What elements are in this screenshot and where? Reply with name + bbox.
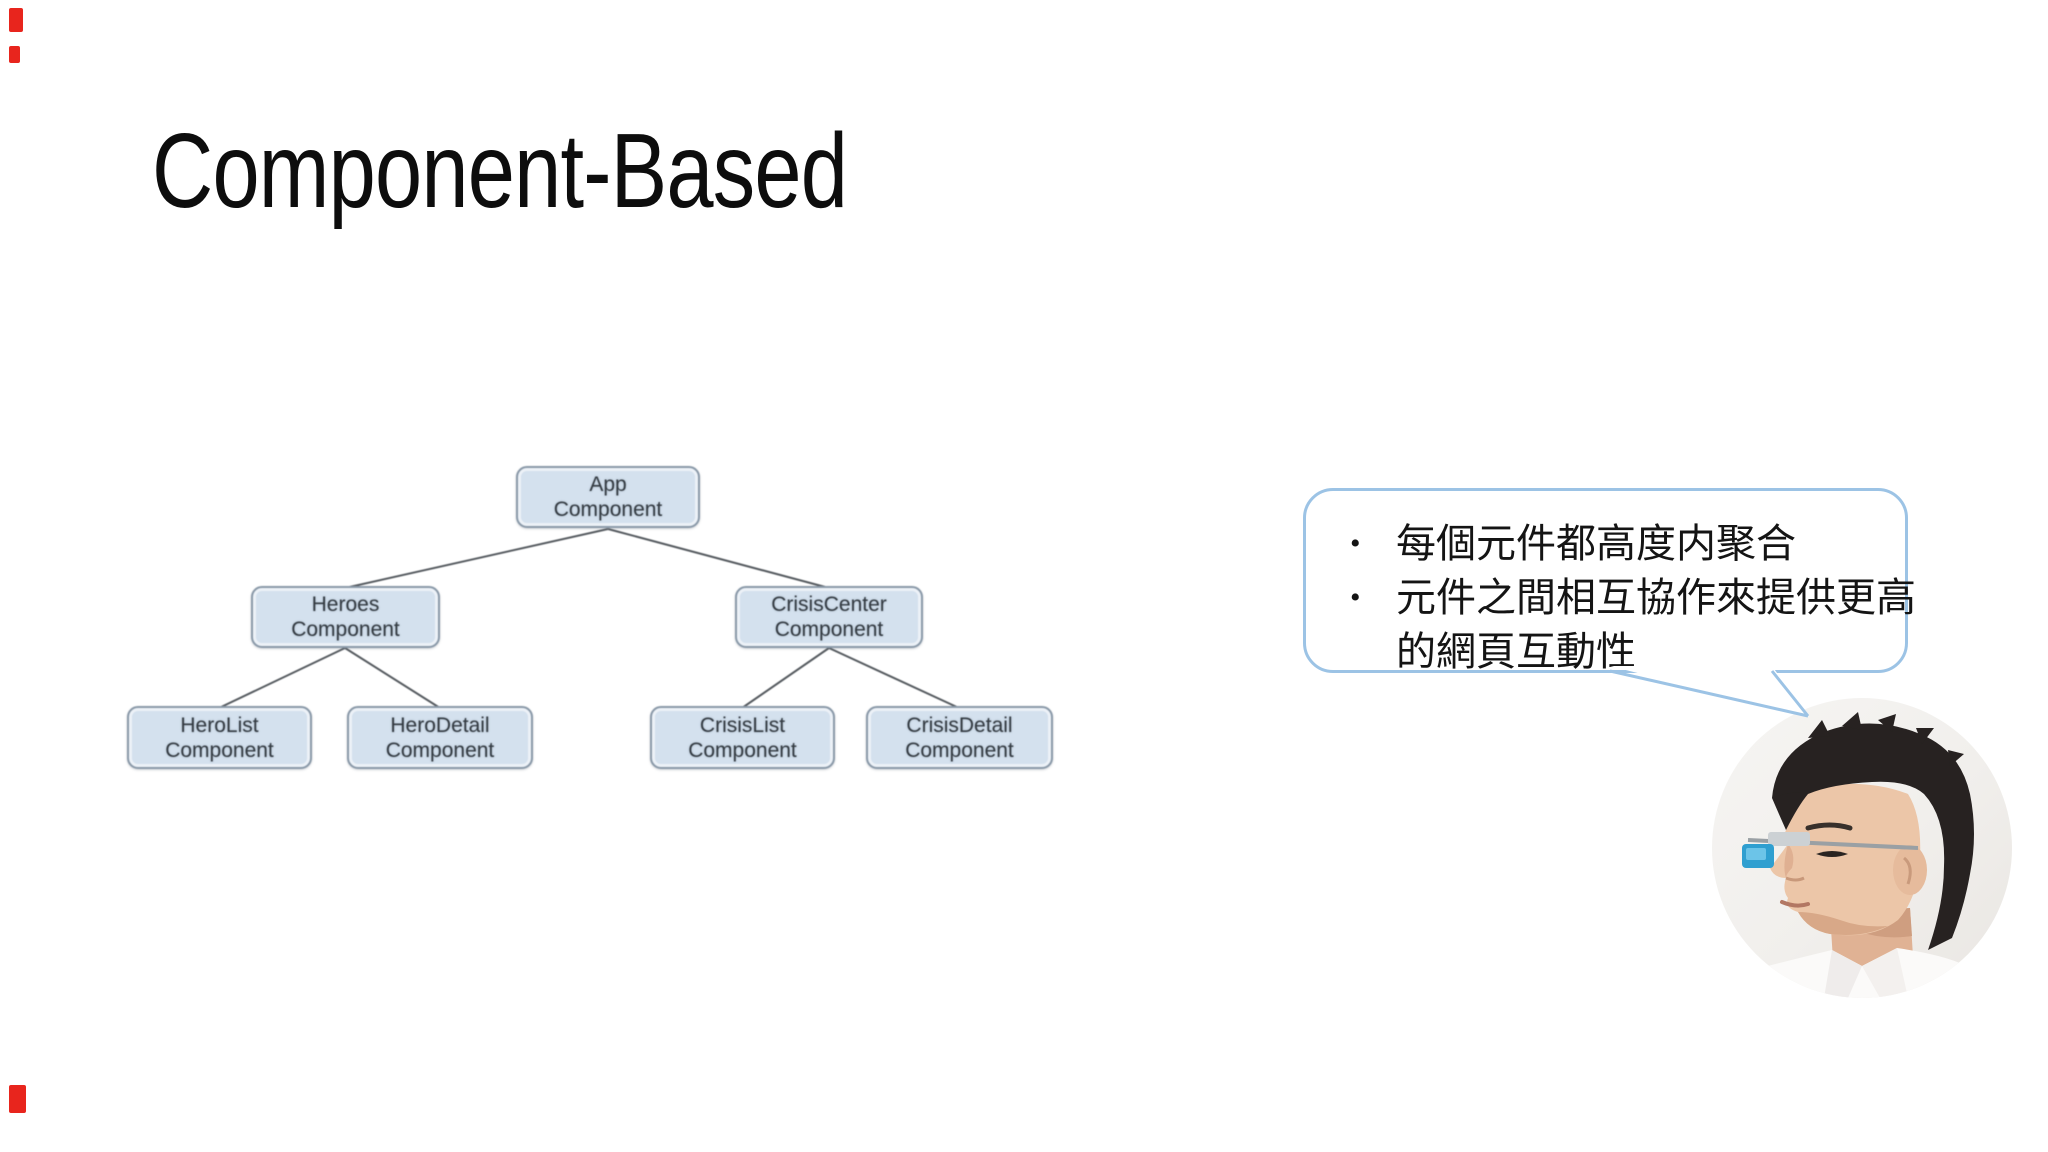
node-label-line2: Component xyxy=(774,618,884,641)
man-with-smart-glasses-icon xyxy=(1742,712,1974,998)
node-label-line1: CrisisCenter xyxy=(771,593,887,616)
callout-text: 元件之間相互協作來提供更高 xyxy=(1396,575,1916,620)
red-edge-artifact-top-2 xyxy=(9,46,20,63)
node-label-line2: Component xyxy=(553,498,663,521)
node-label-line2: Component xyxy=(905,738,1014,762)
red-edge-artifact-bottom xyxy=(9,1085,26,1113)
node-label-line2: Component xyxy=(291,618,400,641)
bullet-dot xyxy=(1350,625,1396,679)
speech-bubble-tail-icon xyxy=(1609,666,1810,718)
node-herodetail-component: HeroDetail Component xyxy=(347,706,533,769)
bullet-dot: • xyxy=(1350,581,1361,614)
bullet-dot: • xyxy=(1350,527,1361,560)
slide-title: Component-Based xyxy=(152,112,848,230)
red-edge-artifact-top-1 xyxy=(9,8,23,32)
node-crisiscenter-component: CrisisCenter Component xyxy=(735,586,923,648)
node-label-line2: Component xyxy=(165,738,274,762)
node-crisisdetail-component: CrisisDetail Component xyxy=(866,706,1053,769)
node-app-component: App Component xyxy=(516,466,700,528)
node-herolist-component: HeroList Component xyxy=(127,706,312,769)
node-label-line1: CrisisDetail xyxy=(906,713,1013,737)
callout-line: • 每個元件都高度内聚合 xyxy=(1350,517,1905,571)
callout-line: 的網頁互動性 xyxy=(1350,625,1905,679)
node-label-line1: App xyxy=(589,473,627,496)
node-label-line1: Heroes xyxy=(311,593,380,616)
node-label-line2: Component xyxy=(688,738,797,762)
node-label-line1: HeroList xyxy=(180,713,259,737)
node-crisislist-component: CrisisList Component xyxy=(650,706,835,769)
callout-line: • 元件之間相互協作來提供更高 xyxy=(1350,571,1916,625)
node-label-line1: HeroDetail xyxy=(390,713,490,737)
speaker-photo xyxy=(1712,698,2012,998)
callout-text: 每個元件都高度内聚合 xyxy=(1396,521,1796,566)
speech-bubble: • 每個元件都高度内聚合 • 元件之間相互協作來提供更高 的網頁互動性 xyxy=(1303,488,1916,674)
callout-text: 的網頁互動性 xyxy=(1396,629,1636,674)
node-label-line1: CrisisList xyxy=(699,713,786,737)
node-heroes-component: Heroes Component xyxy=(251,586,440,648)
node-label-line2: Component xyxy=(385,738,495,762)
